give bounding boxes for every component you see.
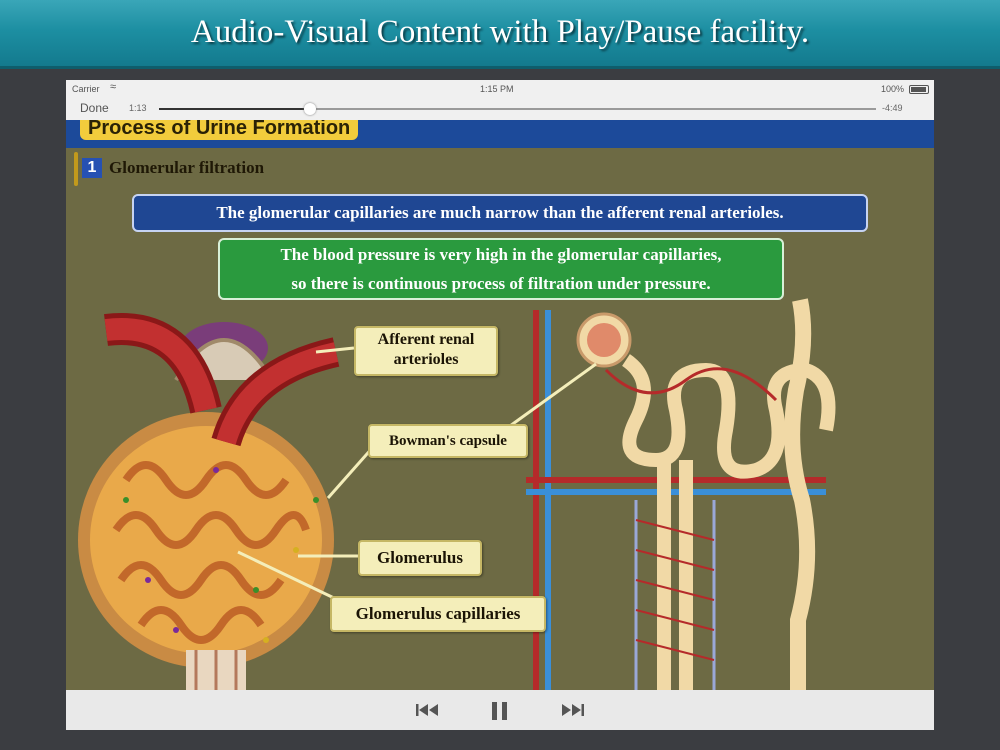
transport-controls (66, 690, 934, 730)
kidney-diagram (78, 298, 836, 690)
elapsed-time: 1:13 (129, 103, 147, 113)
banner-title: Audio-Visual Content with Play/Pause fac… (190, 14, 810, 50)
battery-percent: 100% (881, 84, 905, 94)
playback-bar: Done 1:13 -4:49 (66, 98, 934, 120)
label-glomerulus-capillaries: Glomerulus capillaries (330, 596, 546, 632)
status-bar: Carrier ≈ 1:15 PM 100% (66, 80, 934, 98)
label-afferent-line1: Afferent renal (377, 331, 475, 348)
status-time: 1:15 PM (480, 84, 514, 94)
progress-scrubber[interactable] (159, 103, 876, 115)
top-banner: Audio-Visual Content with Play/Pause fac… (0, 0, 1000, 69)
label-bowmans-capsule: Bowman's capsule (368, 424, 528, 458)
done-button[interactable]: Done (80, 101, 109, 115)
battery-icon (909, 85, 929, 94)
note-green-line2: so there is continuous process of filtra… (291, 274, 711, 293)
note-green-line1: The blood pressure is very high in the g… (280, 245, 722, 264)
pause-icon[interactable] (485, 698, 515, 722)
video-frame[interactable]: Process of Urine Formation (66, 120, 934, 690)
label-afferent-line2: arterioles (393, 351, 459, 368)
progress-fill (159, 108, 310, 110)
note-green: The blood pressure is very high in the g… (218, 238, 784, 300)
scrubber-thumb[interactable] (303, 103, 316, 115)
label-afferent-arterioles: Afferent renal arterioles (354, 326, 498, 376)
video-header-title: Process of Urine Formation (80, 120, 359, 140)
note-blue: The glomerular capillaries are much narr… (132, 194, 868, 232)
glomerulus-illustration (78, 313, 340, 690)
section-number: 1 (82, 158, 102, 178)
label-glomerulus: Glomerulus (358, 540, 482, 576)
remaining-time: -4:49 (882, 103, 903, 113)
wifi-icon: ≈ (110, 81, 117, 93)
video-player-window: Carrier ≈ 1:15 PM 100% Done 1:13 -4:49 P… (66, 80, 934, 730)
section-pill: 1 Glomerular filtration (74, 152, 264, 186)
video-header-strip: Process of Urine Formation (66, 120, 934, 148)
nephron-illustration (526, 298, 836, 690)
skip-forward-icon[interactable] (556, 698, 586, 722)
carrier-label: Carrier (72, 84, 100, 94)
skip-back-icon[interactable] (414, 698, 444, 722)
section-title: Glomerular filtration (109, 158, 265, 177)
